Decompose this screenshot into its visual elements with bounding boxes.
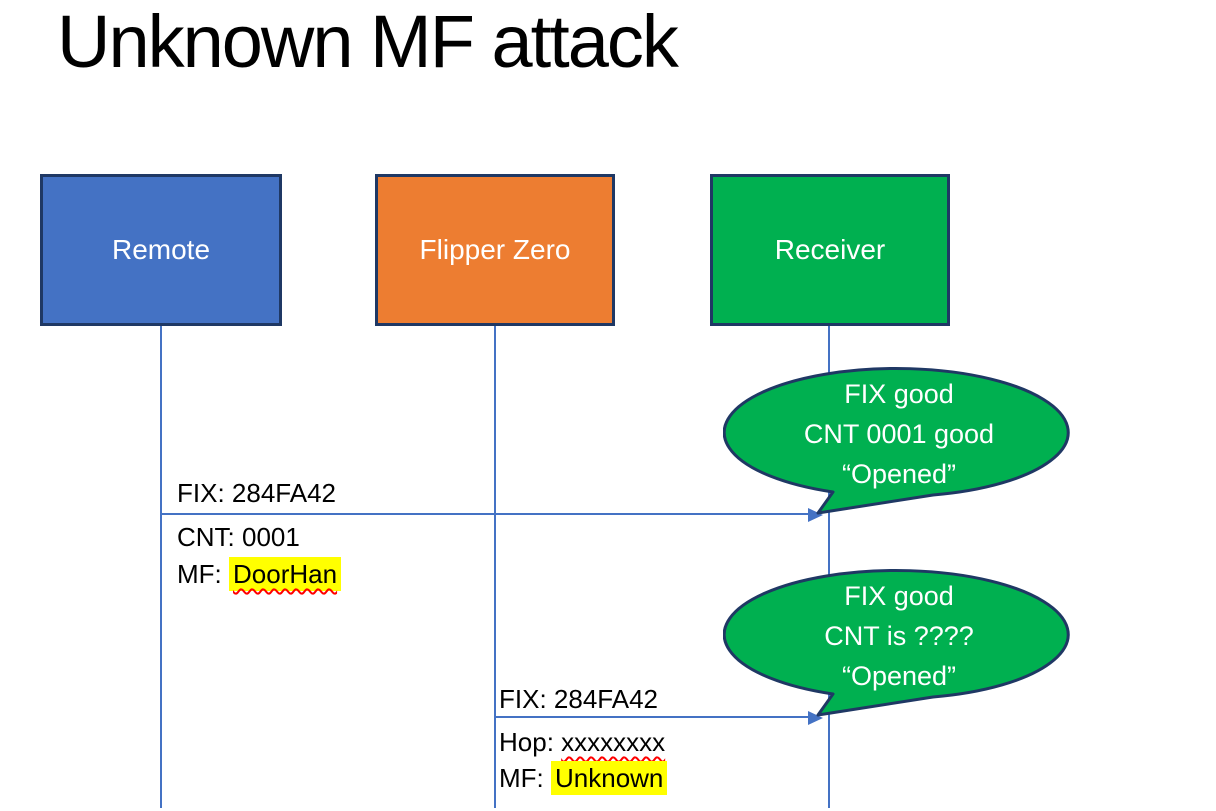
callout-bubble-2: FIX good CNT is ???? “Opened”	[723, 566, 1075, 718]
page-title: Unknown MF attack	[57, 0, 679, 83]
actor-box-flipper-zero: Flipper Zero	[375, 174, 615, 326]
actor-label-receiver: Receiver	[774, 234, 886, 265]
message1-mf-prefix: MF:	[177, 559, 229, 589]
callout1-line3: “Opened”	[841, 459, 957, 489]
actor-box-remote: Remote	[40, 174, 282, 326]
callout1-line2: CNT 0001 good	[803, 419, 995, 449]
message1-arrow-line	[161, 513, 811, 515]
message1-fix-label: FIX: 284FA42	[177, 478, 336, 508]
callout2-line3: “Opened”	[841, 661, 957, 691]
message2-hop-value: xxxxxxxx	[561, 727, 666, 757]
actor-label-flipper-zero: Flipper Zero	[419, 234, 571, 265]
speech-bubble-path-2	[723, 568, 1070, 717]
message1-cnt-label: CNT: 0001	[177, 522, 300, 552]
message2-hop-label: Hop: xxxxxxxx	[499, 726, 665, 758]
message1-mf-value-highlight: DoorHan	[229, 557, 342, 591]
message2-mf-prefix: MF:	[499, 763, 551, 793]
speech-bubble-shape-2	[723, 568, 1070, 717]
callout1-text: FIX good CNT 0001 good “Opened”	[723, 374, 1075, 494]
speech-bubble-shape-1	[723, 366, 1070, 515]
message2-hop-prefix: Hop:	[499, 727, 562, 757]
message2-mf-label: MF: Unknown	[499, 761, 668, 795]
lifeline-receiver	[828, 326, 830, 808]
message1-mf-label: MF: DoorHan	[177, 557, 342, 591]
actor-label-remote: Remote	[111, 234, 211, 265]
lifeline-flipper-zero	[494, 326, 496, 808]
message2-fix-label: FIX: 284FA42	[499, 684, 658, 714]
lifeline-remote	[160, 326, 162, 808]
message2-mf-value-highlight: Unknown	[551, 761, 668, 795]
callout1-line1: FIX good	[844, 379, 954, 409]
message2-arrow-line	[495, 716, 811, 718]
speech-bubble-path-1	[723, 366, 1070, 515]
callout2-text: FIX good CNT is ???? “Opened”	[723, 576, 1075, 696]
actor-box-receiver: Receiver	[710, 174, 950, 326]
callout2-line1: FIX good	[844, 581, 954, 611]
callout2-line2: CNT is ????	[824, 621, 974, 651]
callout-bubble-1: FIX good CNT 0001 good “Opened”	[723, 364, 1075, 516]
